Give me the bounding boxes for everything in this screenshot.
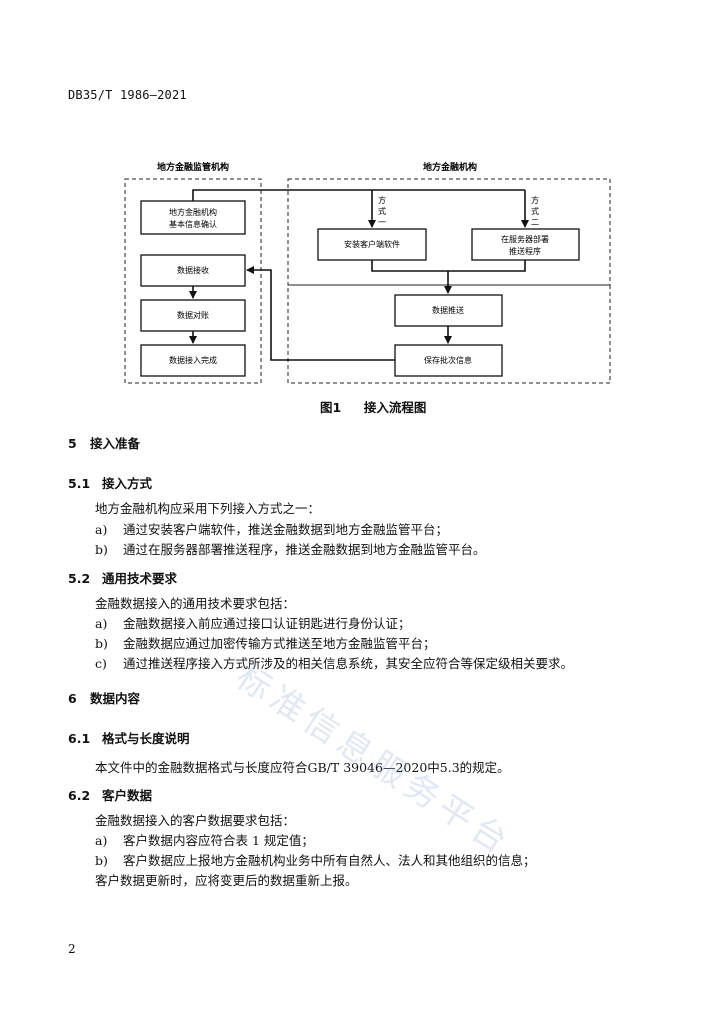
confirm-line1: 地方金融机构 — [169, 207, 217, 217]
list-item-text: 金融数据应通过加密传输方式推送至地方金融监管平台； — [123, 636, 436, 651]
section-5-2-number: 5.2 — [68, 571, 91, 586]
server-line1: 在服务器部署 — [501, 234, 549, 244]
mode2-char1: 方 — [531, 195, 539, 205]
connector-confirm-top — [192, 189, 525, 201]
list-item: a) 通过安装客户端软件，推送金融数据到地方金融监管平台； — [95, 519, 448, 538]
right-bottom-group-frame — [287, 284, 611, 384]
push-label: 数据推送 — [432, 305, 464, 315]
section-6-1-title: 格式与长度说明 — [102, 731, 190, 746]
client-install-label: 安装客户端软件 — [344, 239, 400, 249]
list-item-text: 通过在服务器部署推送程序，推送金融数据到地方金融监管平台。 — [123, 542, 486, 557]
server-line2: 推送程序 — [509, 246, 541, 256]
section-6-2-heading: 6.2 客户数据 — [68, 785, 152, 804]
list-item-letter: a) — [95, 833, 108, 848]
list-item: c) 通过推送程序接入方式所涉及的相关信息系统，其安全应符合等保定级相关要求。 — [95, 653, 573, 672]
list-item-text: 客户数据内容应符合表 1 规定值； — [123, 833, 314, 848]
section-6-2-title: 客户数据 — [102, 788, 153, 803]
list-item: b) 金融数据应通过加密传输方式推送至地方金融监管平台； — [95, 633, 436, 652]
left-group-title: 地方金融监管机构 — [157, 161, 229, 173]
connector-options-merge — [371, 260, 526, 272]
push-box — [394, 294, 503, 327]
receive-label: 数据接收 — [177, 265, 209, 275]
list-item-letter: c) — [95, 656, 107, 671]
save-batch-box — [394, 344, 503, 377]
section-6-heading: 6 数据内容 — [68, 688, 140, 707]
list-item-text: 金融数据接入前应通过接口认证钥匙进行身份认证； — [123, 616, 411, 631]
client-install-box — [317, 228, 427, 261]
section-5-1-intro: 地方金融机构应采用下列接入方式之一： — [95, 501, 321, 516]
complete-box — [140, 344, 246, 377]
arrow-save-to-receive — [246, 266, 395, 361]
complete-label: 数据接入完成 — [169, 355, 217, 365]
section-6-1-heading: 6.1 格式与长度说明 — [68, 728, 190, 747]
mode1-char2: 式 — [378, 206, 386, 216]
list-item: a) 金融数据接入前应通过接口认证钥匙进行身份认证； — [95, 613, 411, 632]
section-5-1-number: 5.1 — [68, 476, 91, 491]
section-6-2-outro: 客户数据更新时，应将变更后的数据重新上报。 — [95, 873, 358, 888]
confirm-box — [140, 200, 246, 235]
list-item: a) 客户数据内容应符合表 1 规定值； — [95, 830, 314, 849]
right-group-title: 地方金融机构 — [423, 161, 477, 173]
section-5-1-title: 接入方式 — [102, 476, 153, 491]
receive-box — [140, 254, 246, 287]
section-5-title: 接入准备 — [90, 436, 141, 451]
section-5-2-intro: 金融数据接入的通用技术要求包括： — [95, 596, 296, 611]
list-item-letter: b) — [95, 636, 108, 651]
list-item-text: 客户数据应上报地方金融机构业务中所有自然人、法人和其他组织的信息； — [123, 853, 536, 868]
section-6-2-number: 6.2 — [68, 788, 91, 803]
mode1-char3: 一 — [378, 218, 386, 227]
figure-caption-number: 图1 — [320, 400, 342, 415]
confirm-line2: 基本信息确认 — [169, 219, 217, 229]
document-code: DB35/T 1986—2021 — [68, 88, 187, 102]
page-number: 2 — [68, 942, 76, 956]
list-item-letter: b) — [95, 853, 108, 868]
list-item-text: 通过安装客户端软件，推送金融数据到地方金融监管平台； — [123, 522, 449, 537]
access-flowchart: 地方金融监管机构 地方金融机构 地方金融机构 基本信息确认 数据接收 数据对账 … — [124, 161, 611, 384]
section-6-2-intro: 金融数据接入的客户数据要求包括： — [95, 813, 296, 828]
section-5-2-title: 通用技术要求 — [102, 571, 178, 586]
figure-caption: 图1 接入流程图 — [320, 397, 426, 416]
figure-caption-text: 接入流程图 — [363, 400, 427, 415]
section-6-title: 数据内容 — [90, 691, 141, 706]
list-item: b) 客户数据应上报地方金融机构业务中所有自然人、法人和其他组织的信息； — [95, 850, 536, 869]
list-item-letter: a) — [95, 522, 108, 537]
section-6-1-intro: 本文件中的金融数据格式与长度应符合GB/T 39046—2020中5.3的规定。 — [95, 760, 510, 775]
section-6-number: 6 — [68, 691, 77, 706]
list-item-letter: a) — [95, 616, 108, 631]
section-5-2-heading: 5.2 通用技术要求 — [68, 568, 177, 587]
reconcile-label: 数据对账 — [177, 310, 209, 320]
save-batch-label: 保存批次信息 — [424, 355, 472, 365]
mode2-char2: 式 — [531, 206, 539, 216]
list-item-text: 通过推送程序接入方式所涉及的相关信息系统，其安全应符合等保定级相关要求。 — [123, 656, 574, 671]
section-5-number: 5 — [68, 436, 77, 451]
mode2-char3: 二 — [531, 218, 539, 227]
section-5-1-heading: 5.1 接入方式 — [68, 473, 152, 492]
list-item: b) 通过在服务器部署推送程序，推送金融数据到地方金融监管平台。 — [95, 539, 486, 558]
list-item-letter: b) — [95, 542, 108, 557]
server-deploy-box — [471, 228, 580, 261]
section-5-heading: 5 接入准备 — [68, 433, 140, 452]
section-6-1-number: 6.1 — [68, 731, 91, 746]
left-group-frame — [124, 178, 262, 384]
mode1-char1: 方 — [378, 195, 386, 205]
